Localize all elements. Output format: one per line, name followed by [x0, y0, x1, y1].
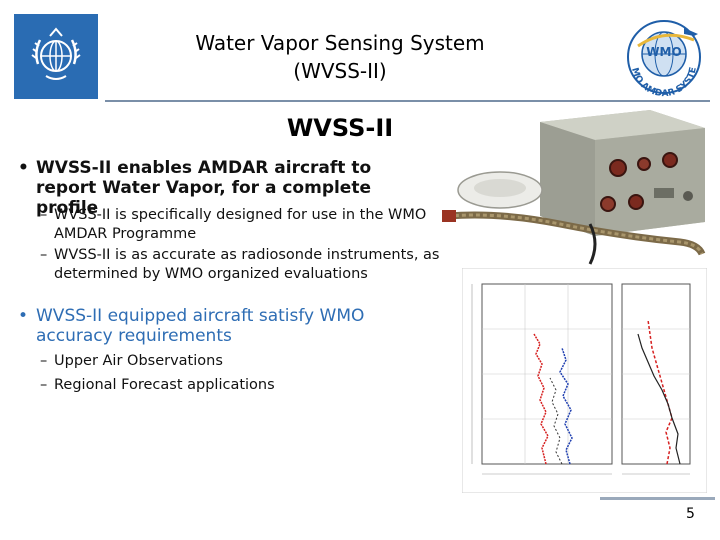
bullet-marker: • — [18, 306, 29, 326]
slide-title-line-1: Water Vapor Sensing System — [195, 31, 485, 55]
wmo-amdar-system-logo: WMO WMO AMDAR SYSTEM — [620, 14, 708, 100]
slide-heading: WVSS-II — [286, 114, 394, 142]
sub-bullet-marker: – — [40, 377, 48, 393]
vertical-profile-chart-image — [462, 268, 707, 493]
sub-bullet-marker: – — [40, 247, 48, 263]
slide-title-line-2: (WVSS-II) — [293, 59, 387, 83]
sub-bullet-text: WVSS-II is as accurate as radiosonde ins… — [54, 247, 440, 282]
sub-bullet-text: Regional Forecast applications — [54, 377, 275, 393]
svg-text:WMO: WMO — [646, 45, 681, 59]
page-number: 5 — [686, 506, 695, 522]
bullet-marker: • — [18, 158, 29, 178]
bullet-text: WVSS-II enables AMDAR aircraft to report… — [36, 158, 372, 218]
wvss-ii-hardware-photo — [440, 104, 715, 269]
sub-bullet-text: WVSS-II is specifically designed for use… — [54, 207, 427, 242]
footer-divider — [600, 497, 715, 500]
bullet-text: WVSS-II equipped aircraft satisfy WMO ac… — [36, 306, 365, 346]
sub-bullet-marker: – — [40, 207, 48, 223]
sub-bullet-text: Upper Air Observations — [54, 353, 223, 369]
sub-bullet-marker: – — [40, 353, 48, 369]
wmo-emblem-icon — [14, 14, 98, 99]
header-divider — [105, 100, 710, 102]
